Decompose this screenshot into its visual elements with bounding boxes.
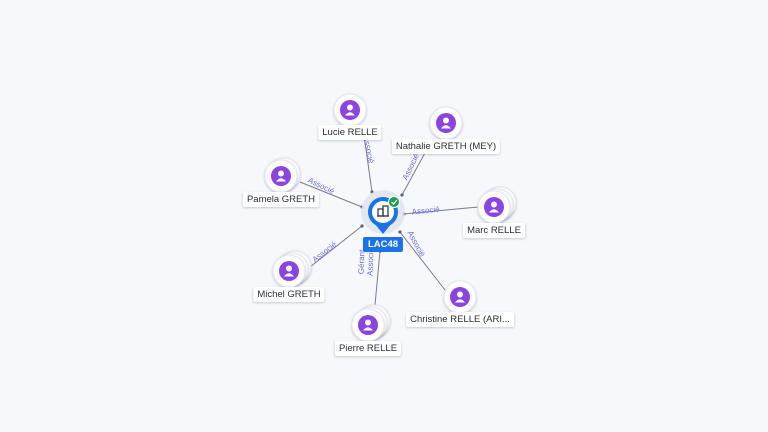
company-name-label[interactable]: LAC48 <box>362 237 404 252</box>
person-node[interactable] <box>477 186 517 224</box>
person-name-label[interactable]: Marc RELLE <box>463 223 525 238</box>
edge-arrow <box>398 230 402 234</box>
person-node[interactable] <box>333 93 367 127</box>
relation-edge <box>299 181 363 208</box>
company-node[interactable] <box>361 190 405 234</box>
person-name-label[interactable]: Pamela GRETH <box>242 192 320 207</box>
relation-edge <box>309 225 363 268</box>
relation-edge <box>363 134 373 193</box>
verified-check-icon <box>388 196 400 208</box>
edge-label-associe: Associé <box>411 205 440 217</box>
building-icon <box>377 205 389 217</box>
person-node[interactable] <box>351 304 391 342</box>
relation-edge <box>399 231 446 291</box>
person-name-label[interactable]: Christine RELLE (ARI... <box>406 312 514 327</box>
relation-edge <box>403 206 479 215</box>
person-name-label[interactable]: Pierre RELLE <box>334 341 402 356</box>
person-node[interactable] <box>443 280 477 314</box>
edge-arrow <box>400 193 404 197</box>
edge-arrow <box>360 224 364 228</box>
edge-label-associe: Associé <box>366 247 376 276</box>
edge-label-gerant: Gérant <box>357 249 367 275</box>
edge-label-associe: Associé <box>401 152 422 182</box>
edge-label-associe: Associé <box>311 240 339 265</box>
person-name-label[interactable]: Lucie RELLE <box>318 125 382 140</box>
relation-edge <box>374 250 381 306</box>
person-name-label[interactable]: Michel GRETH <box>253 287 325 302</box>
person-node[interactable] <box>272 250 312 288</box>
person-node[interactable] <box>429 106 463 140</box>
person-node[interactable] <box>264 157 301 193</box>
person-name-label[interactable]: Nathalie GRETH (MEY) <box>391 139 501 154</box>
